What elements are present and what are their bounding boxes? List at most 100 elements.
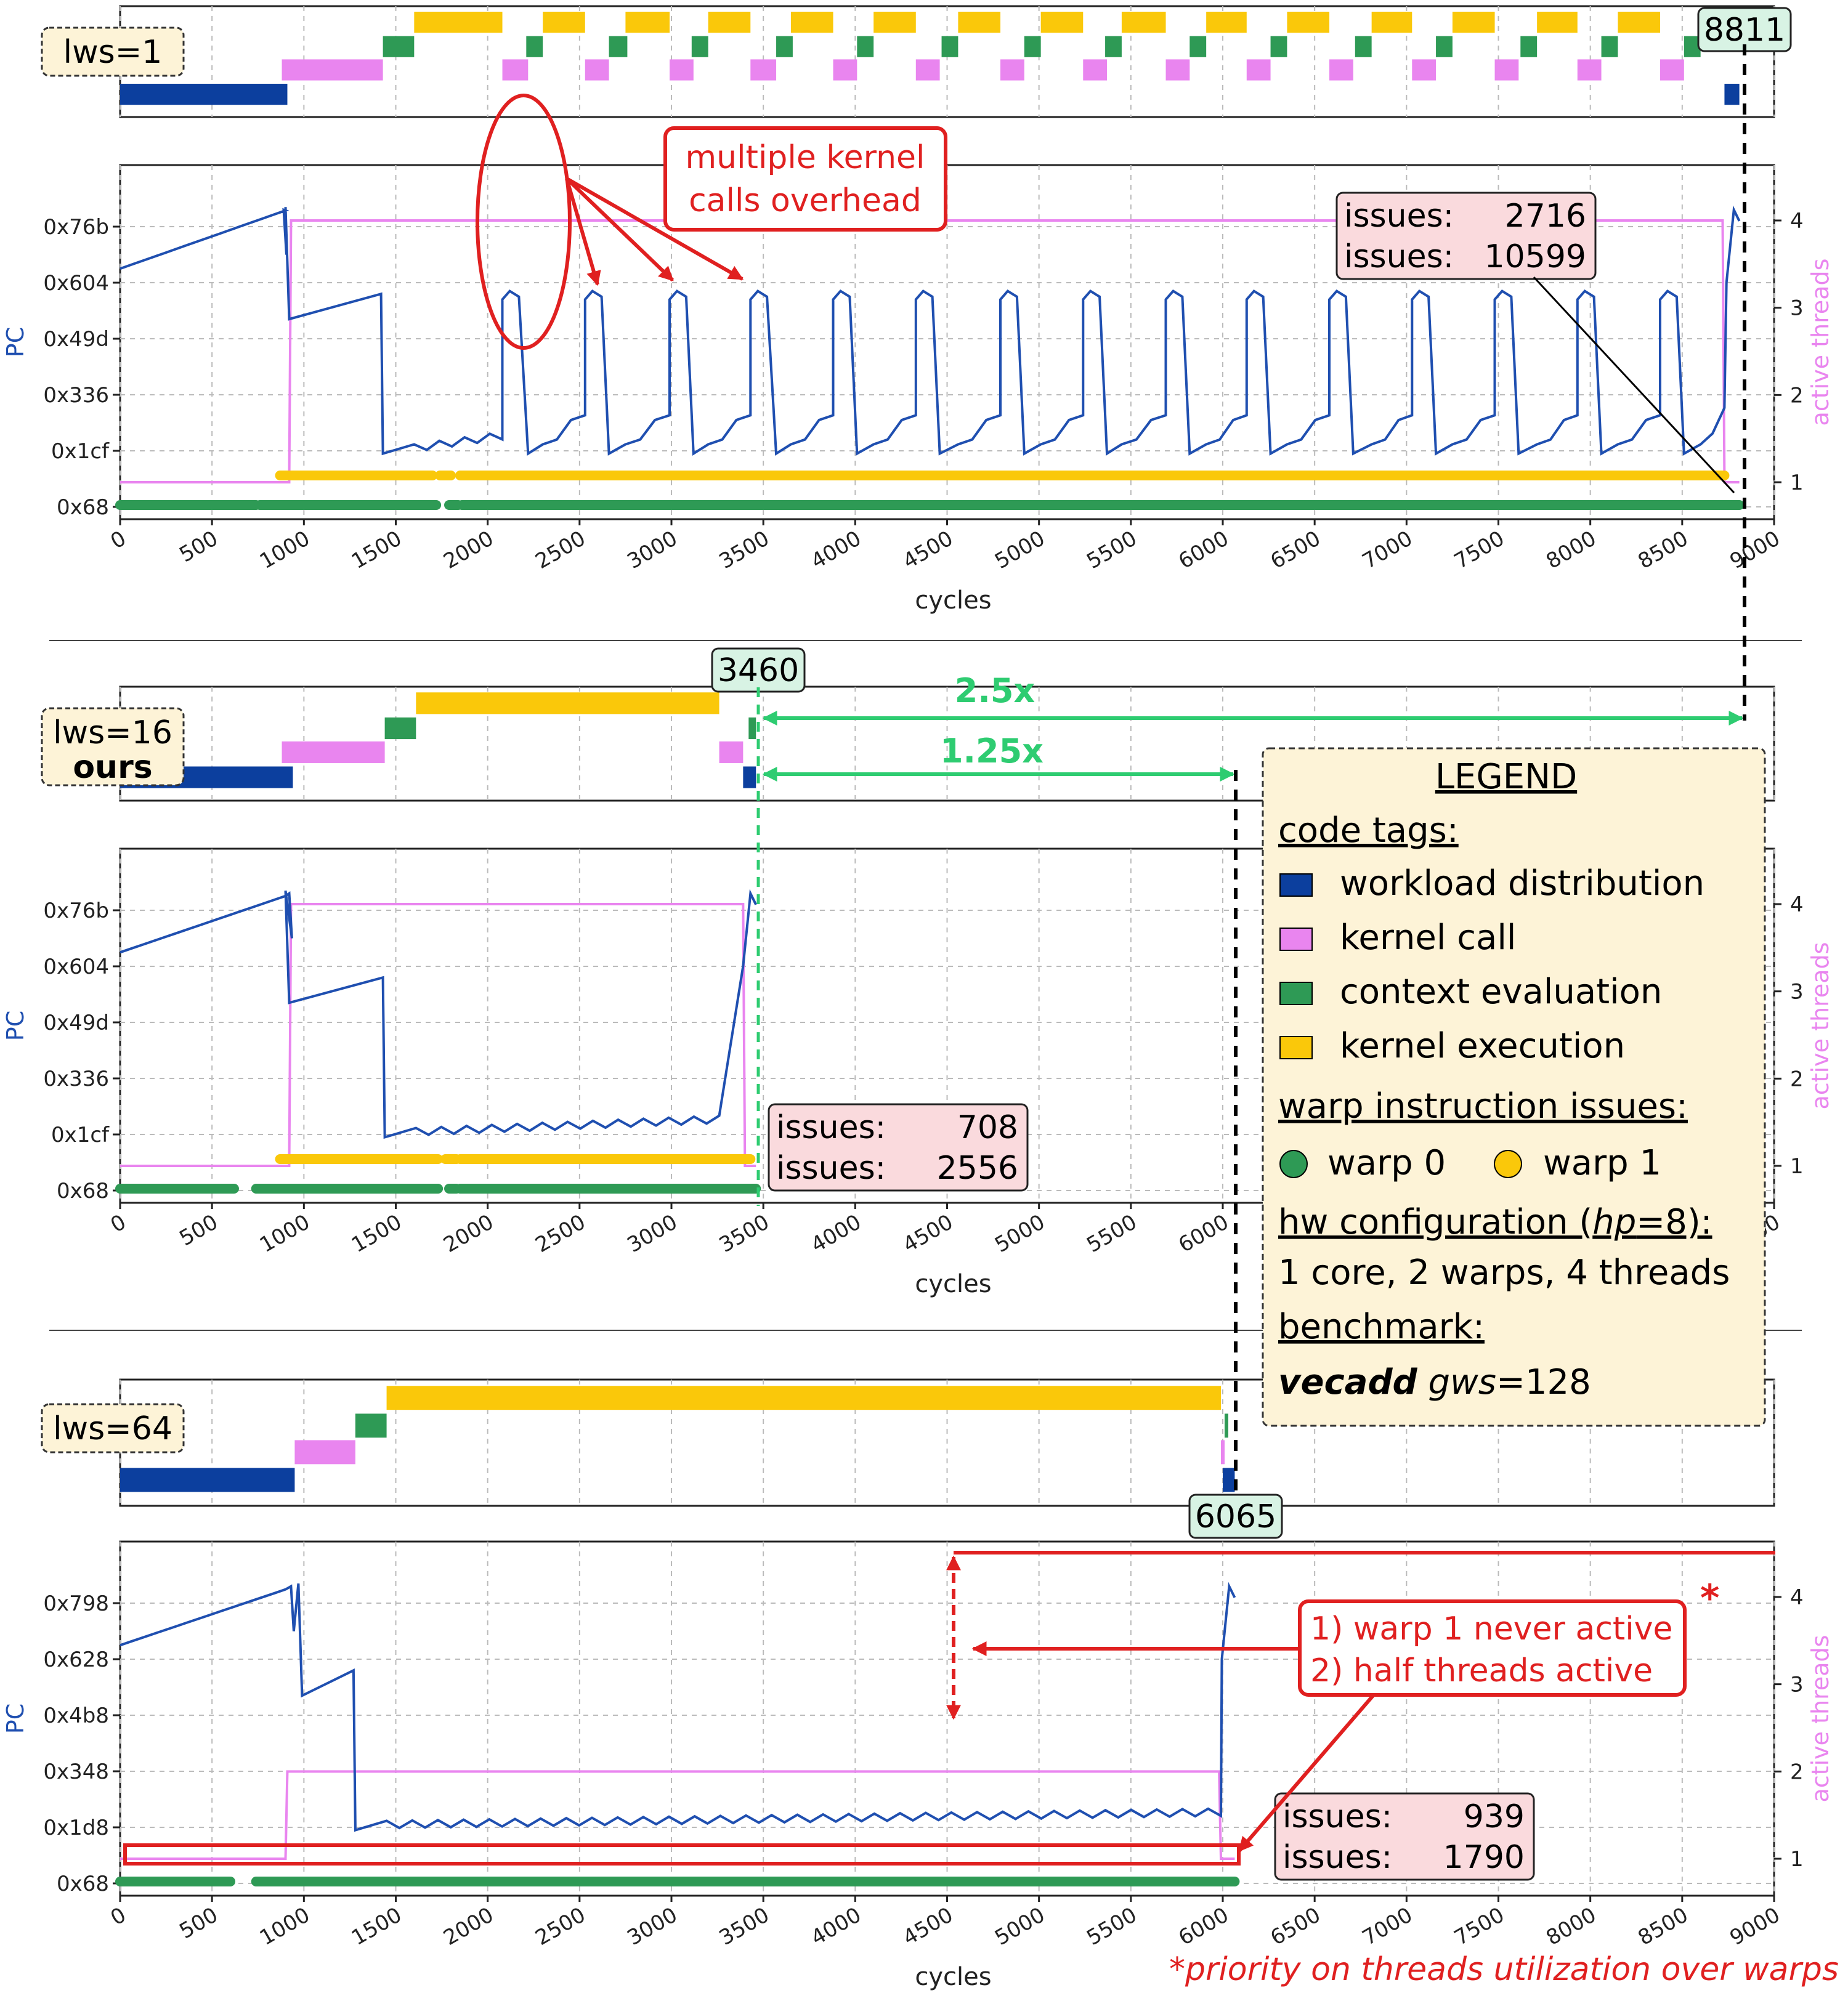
tag-bar-kernel-execution <box>1618 12 1661 33</box>
tag-bar-context-evaluation <box>748 717 756 740</box>
threads-tick-label: 4 <box>1790 892 1804 917</box>
legend-code-tags-heading: code tags: <box>1278 811 1459 851</box>
threads-tick-label: 2 <box>1790 1067 1804 1091</box>
pc-tick-label: 0x798 <box>43 1591 109 1616</box>
x-tick-label: 5000 <box>991 1210 1049 1258</box>
tag-bar-kernel-call <box>1494 59 1519 81</box>
legend-hw-pre: hw configuration ( <box>1278 1202 1592 1242</box>
x-tick-label: 8000 <box>1542 526 1600 574</box>
x-tick-label: 2000 <box>439 1902 498 1951</box>
tag-bar-context-evaluation <box>1520 36 1538 57</box>
x-tick-label: 3500 <box>715 1210 774 1258</box>
x-axis-label: cycles <box>915 1963 991 1991</box>
tag-bar-context-evaluation <box>1436 36 1453 57</box>
overhead-ellipse <box>476 94 572 350</box>
x-tick-label: 1000 <box>256 526 314 574</box>
tag-bar-kernel-call <box>1412 59 1437 81</box>
footnote: *priority on threads utilization over wa… <box>1169 1951 1839 1988</box>
x-tick-label: 4000 <box>807 526 865 574</box>
x-tick-label: 1000 <box>256 1210 314 1258</box>
pc-tick-label: 0x336 <box>43 1067 109 1091</box>
end-cycle-marker-box <box>1188 1494 1283 1539</box>
x-tick-label: 4000 <box>807 1210 865 1258</box>
legend-title: LEGEND <box>1435 757 1577 797</box>
legend-tag-label: context evaluation <box>1340 972 1662 1012</box>
x-tick-label: 0 <box>107 1902 131 1930</box>
legend-hw-heading: hw configuration (hp=8): <box>1278 1202 1712 1242</box>
pc-tick-label: 0x68 <box>57 1179 109 1203</box>
x-tick-label: 2500 <box>531 526 590 574</box>
tag-bar-workload-distribution <box>1724 84 1740 105</box>
tag-bar-workload-distribution <box>120 1468 295 1492</box>
legend-warp1-label: warp 1 <box>1543 1143 1661 1183</box>
x-tick-label: 3500 <box>715 1902 774 1951</box>
tag-bar-kernel-execution <box>790 12 833 33</box>
panel-label-box <box>41 707 185 786</box>
pc-tick-label: 0x348 <box>43 1760 109 1784</box>
tag-bar-context-evaluation <box>526 36 543 57</box>
tag-bar-context-evaluation <box>384 717 416 740</box>
x-tick-label: 5000 <box>991 526 1049 574</box>
x-tick-label: 4000 <box>807 1902 865 1951</box>
x-tick-label: 3000 <box>623 1902 682 1951</box>
note-star: * <box>1700 1577 1719 1620</box>
overhead-callout-line2: calls overhead <box>689 182 922 219</box>
pc-tick-label: 0x1d8 <box>43 1816 109 1840</box>
warp1-missing-box <box>123 1843 1241 1866</box>
tag-bar-kernel-call <box>1577 59 1602 81</box>
tag-bar-kernel-execution <box>416 692 719 714</box>
x-tick-label: 5500 <box>1082 1902 1141 1951</box>
pc-series <box>120 1582 1236 1832</box>
panel-label-line1: lws=16 <box>53 714 172 751</box>
tag-bar-kernel-call <box>670 59 694 81</box>
threads-tick-label: 4 <box>1790 209 1804 233</box>
speedup-2.5x-label: 2.5x <box>955 671 1035 710</box>
legend-tag-swatch <box>1279 873 1313 897</box>
x-tick-label: 3000 <box>623 526 682 574</box>
x-tick-label: 6000 <box>1175 1902 1233 1951</box>
panel-label-line1: lws=1 <box>63 34 163 71</box>
tag-bar-kernel-call <box>585 59 609 81</box>
tag-bar-kernel-execution <box>386 1386 1222 1410</box>
tag-bar-kernel-execution <box>958 12 1001 33</box>
overhead-arrow <box>565 177 744 281</box>
pc-tick-label: 0x336 <box>43 383 109 408</box>
x-tick-label: 5500 <box>1082 526 1141 574</box>
threads-tick-label: 2 <box>1790 383 1804 408</box>
pc-series <box>120 205 1741 456</box>
x-tick-label: 9000 <box>1726 1902 1785 1951</box>
tag-bar-context-evaluation <box>355 1413 387 1438</box>
overhead-callout-box <box>663 126 947 232</box>
threads-tick-label: 1 <box>1790 1847 1804 1872</box>
x-tick-label: 7500 <box>1450 1902 1509 1951</box>
tag-bar-context-evaluation <box>1189 36 1207 57</box>
legend-tag-label: workload distribution <box>1340 863 1704 904</box>
x-axis-label: cycles <box>915 586 991 615</box>
x-tick-label: 5500 <box>1082 1210 1141 1258</box>
legend-warp-heading: warp instruction issues: <box>1278 1086 1688 1126</box>
issues-value: 708 <box>957 1109 1018 1146</box>
tag-bar-kernel-execution <box>414 12 503 33</box>
y-left-label: PC <box>2 327 29 357</box>
note-line2: 2) half threads active <box>1310 1652 1653 1689</box>
panel-label: lws=1 <box>41 26 185 77</box>
overhead-arrow <box>565 177 675 282</box>
x-tick-label: 3000 <box>623 1210 682 1258</box>
tag-bar-kernel-execution <box>1371 12 1412 33</box>
legend-warp1-swatch <box>1494 1150 1522 1178</box>
threads-tick-label: 3 <box>1790 1673 1804 1697</box>
pc-tick-label: 0x628 <box>43 1647 109 1672</box>
threads-tick-label: 4 <box>1790 1585 1804 1610</box>
panel-label: lws=64 <box>41 1403 185 1453</box>
tag-bar-workload-distribution <box>1223 1468 1235 1492</box>
annotations: multiple kernel calls overhead 2.5x 1.25… <box>123 44 1839 1988</box>
tag-bar-kernel-call <box>1246 59 1271 81</box>
issues-label: issues: <box>776 1150 886 1187</box>
end-cycle-marker: 8811 <box>1704 12 1785 49</box>
end-cycle-marker: 3460 <box>718 652 799 689</box>
legend: LEGEND code tags: workload distributionk… <box>1262 747 1766 1427</box>
